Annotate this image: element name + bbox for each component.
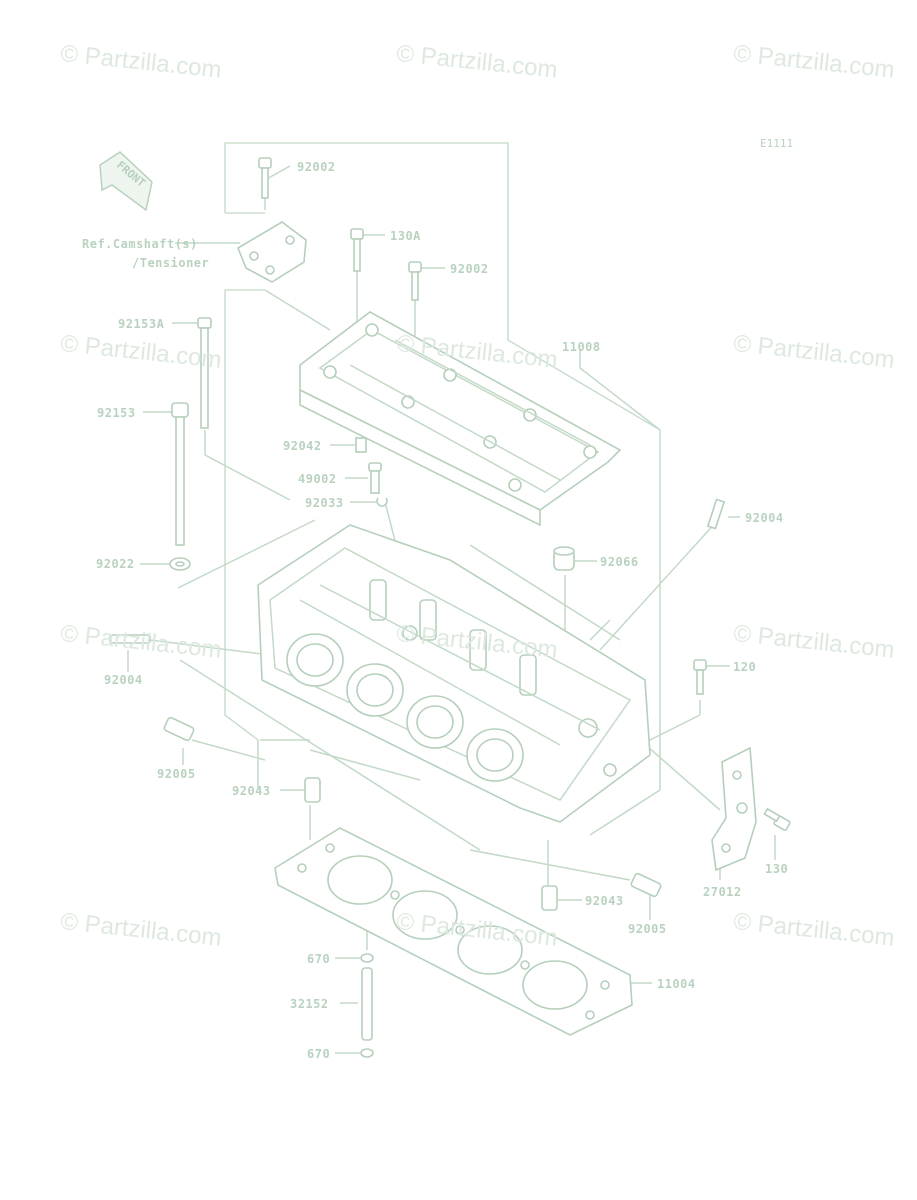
part-label-670-bottom[interactable]: 670 [307,1047,331,1061]
reference-note-line-1: Ref.Camshaft(s) [82,237,198,251]
bolt-92002-mid [408,261,422,301]
part-label-130[interactable]: 130 [765,862,789,876]
part-label-92005-right[interactable]: 92005 [628,922,667,936]
fitting-92005-left [163,716,195,742]
part-label-27012[interactable]: 27012 [703,885,742,899]
stud-92004-right [706,498,726,530]
part-label-670-top[interactable]: 670 [307,952,331,966]
bolt-130 [763,807,791,831]
bolt-130A [350,228,364,272]
part-label-120[interactable]: 120 [733,660,757,674]
part-label-92043-lower[interactable]: 92043 [585,894,624,908]
dowel-92043-upper [304,777,321,803]
part-label-92002-mid[interactable]: 92002 [450,262,489,276]
part-label-32152[interactable]: 32152 [290,997,329,1011]
part-label-11008[interactable]: 11008 [562,340,601,354]
part-label-130A[interactable]: 130A [390,229,421,243]
reference-note-line-2: /Tensioner [132,256,210,270]
part-label-92066[interactable]: 92066 [600,555,639,569]
washer-92022 [169,557,191,571]
part-label-49002[interactable]: 49002 [298,472,337,486]
stud-92004-left [109,634,151,644]
leader-lines [127,142,776,1054]
part-label-92153A[interactable]: 92153A [118,317,165,331]
tensioner-49002 [368,462,382,494]
bolt-92153 [171,402,189,546]
part-label-92043-upper[interactable]: 92043 [232,784,271,798]
bolt-92153A [197,317,212,429]
bolt-92002-top [258,157,272,199]
front-arrow-icon: FRONT [99,151,153,212]
cylinder-head [257,524,651,823]
o-ring-670-top [360,953,374,963]
fitting-92005-right [630,872,662,898]
camshaft-tensioner-plate [237,221,307,283]
part-label-11004[interactable]: 11004 [657,977,696,991]
pipe-32152 [361,967,373,1041]
part-label-92004-left[interactable]: 92004 [104,673,143,687]
part-label-92042[interactable]: 92042 [283,439,322,453]
camshaft-holder-11008 [299,311,622,527]
head-gasket-11004 [274,827,633,1036]
part-label-92005-left[interactable]: 92005 [157,767,196,781]
part-label-92153[interactable]: 92153 [97,406,136,420]
part-label-92033[interactable]: 92033 [305,496,344,510]
bolt-120 [693,659,707,695]
dowel-92043-lower [541,885,558,911]
diagram-code: E1111 [760,137,794,150]
part-label-92004-right[interactable]: 92004 [745,511,784,525]
bracket-27012 [711,746,757,872]
cap-92066 [553,546,575,571]
o-ring-670-bottom [360,1048,374,1058]
clip-92033 [376,497,388,507]
part-label-92002-top[interactable]: 92002 [297,160,336,174]
part-label-92022[interactable]: 92022 [96,557,135,571]
dowel-92042 [355,437,367,453]
